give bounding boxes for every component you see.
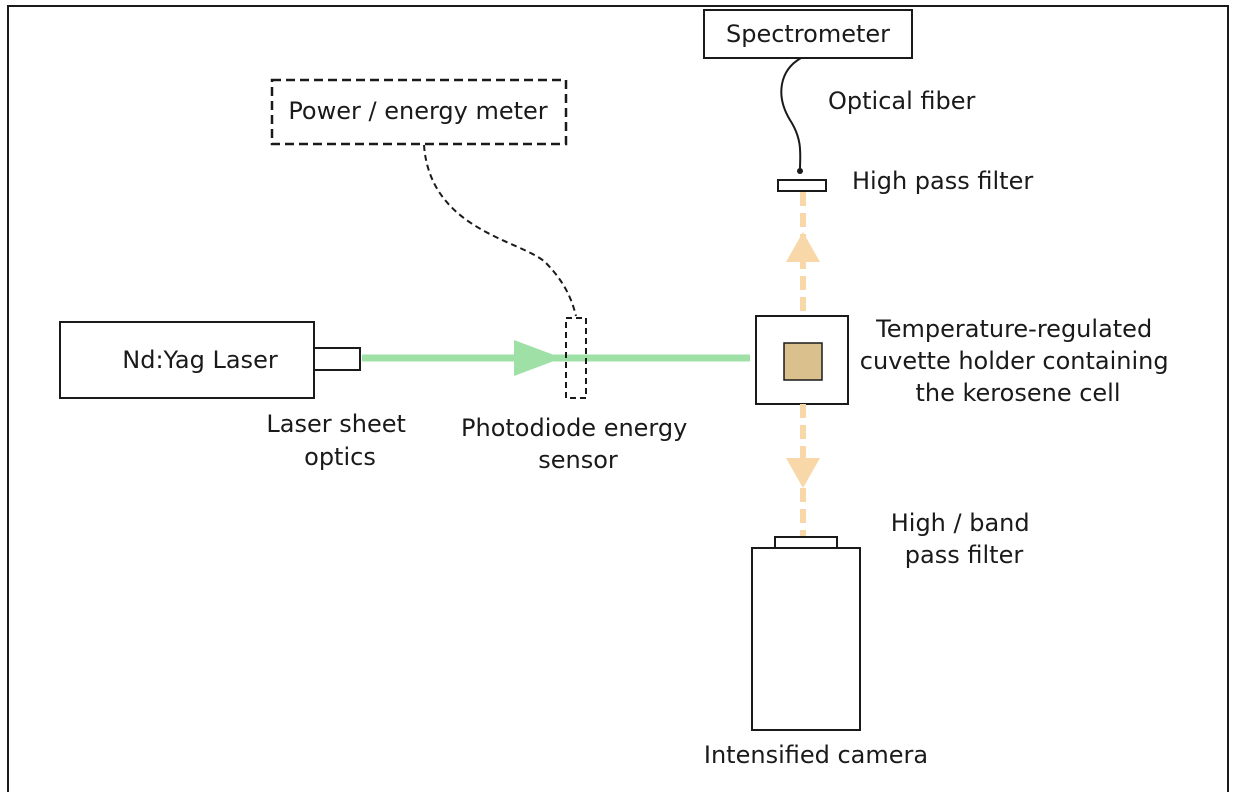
spectrometer-box	[703, 9, 913, 59]
optical-fiber	[780, 57, 802, 171]
laser-body	[59, 321, 315, 399]
emission-arrow-up	[786, 232, 820, 262]
laser-optics-label: Laser sheet optics	[266, 410, 413, 471]
power-meter-box	[270, 78, 568, 146]
high-pass-filter	[777, 179, 827, 192]
kerosene-cell	[783, 342, 823, 381]
laser-label: Nd:Yag Laser	[122, 346, 278, 374]
high-pass-filter-label: High pass filter	[852, 167, 1033, 195]
band-pass-filter-label: High / band pass filter	[891, 509, 1038, 569]
laser-beam-arrow	[514, 340, 562, 376]
intensified-camera	[751, 547, 861, 731]
diagram-border	[7, 5, 1229, 792]
spectrometer-label: Spectrometer	[726, 20, 890, 48]
meter-cable	[423, 144, 577, 317]
photodiode-sensor	[565, 317, 587, 399]
photodiode-label: Photodiode energy sensor	[461, 414, 695, 474]
optical-fiber-label: Optical fiber	[828, 87, 976, 115]
cuvette-label: Temperature-regulated cuvette holder con…	[860, 315, 1177, 407]
laser-sheet-optics	[313, 347, 361, 371]
emission-arrow-down	[786, 458, 820, 488]
camera-label: Intensified camera	[704, 741, 928, 769]
power-meter-label: Power / energy meter	[288, 97, 547, 125]
fiber-tip	[797, 168, 803, 174]
